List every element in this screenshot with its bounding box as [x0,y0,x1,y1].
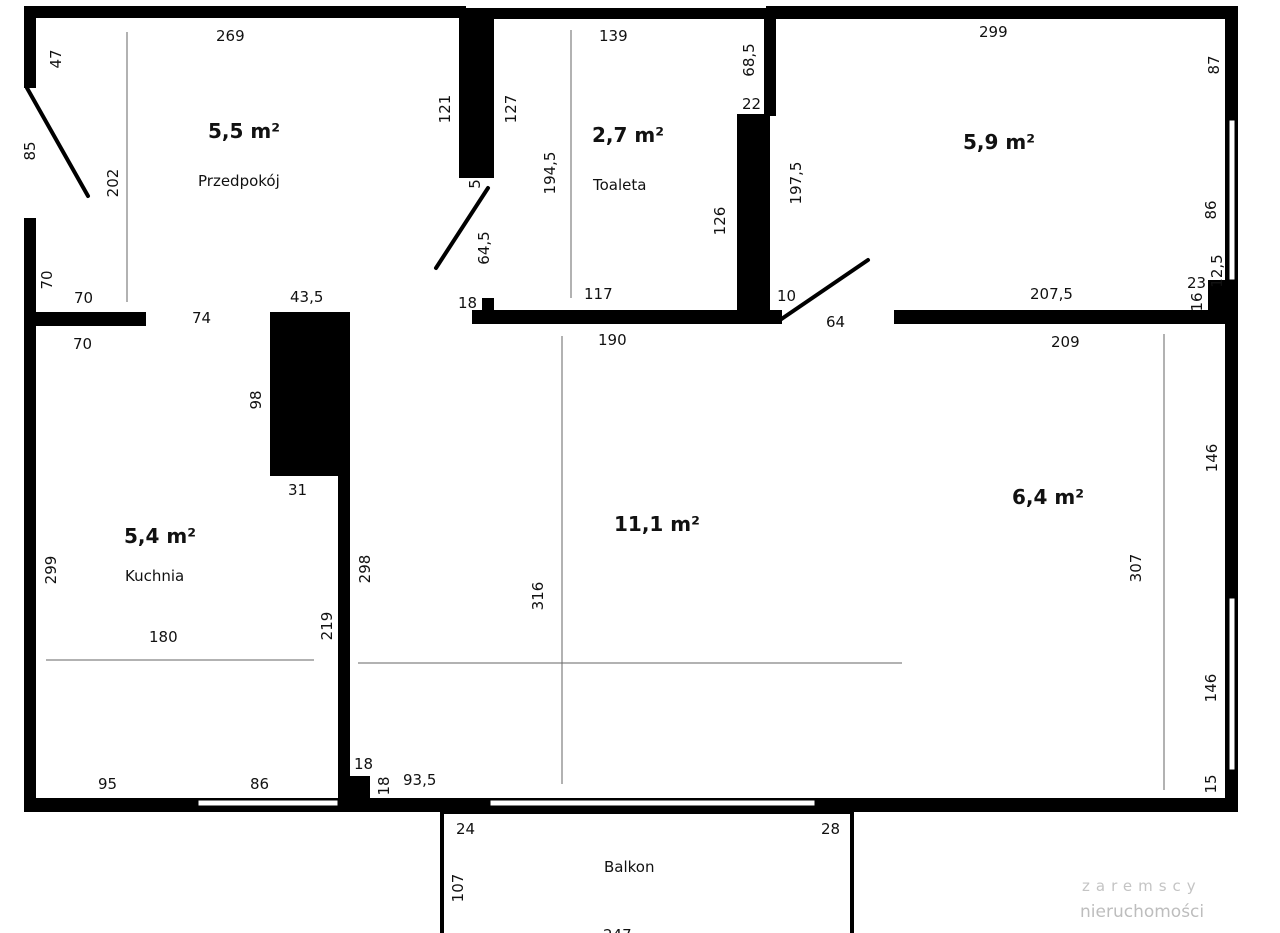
dim-label: 18 [375,776,393,795]
dim-label: 127 [502,95,520,124]
toilet-name: Toaleta [592,176,646,194]
dim-label: 12,5 [1208,254,1226,287]
window-kitchen [197,799,339,807]
dim-label: 316 [529,582,547,611]
door-toilet [434,186,490,270]
dim-label: 139 [599,27,628,45]
dim-label: 85 [21,141,39,160]
dim-label: 68,5 [740,43,758,76]
dimensions-vertical: 47 85 202 70 121 127 5 64,5 68,5 194,5 1… [21,43,1226,902]
dim-label: 18 [354,755,373,773]
room-labels: 5,5 m² Przedpokój 2,7 m² Toaleta 5,9 m² … [124,119,1084,876]
dim-label: 126 [711,207,729,236]
dim-label: 121 [436,95,454,124]
window-living [489,799,816,807]
watermark-line2: nieruchomości [1080,902,1204,922]
dim-label: 194,5 [541,152,559,195]
dim-label: 299 [42,556,60,585]
kitchen-name: Kuchnia [125,567,184,585]
toilet-area: 2,7 m² [592,123,664,147]
guide-lines [46,30,1165,790]
dim-label: 190 [598,331,627,349]
dim-label: 70 [73,335,92,353]
dim-label: 307 [1127,554,1145,583]
dim-label: 16 [1188,292,1206,311]
dim-label: 15 [1202,774,1220,793]
room-se-area: 6,4 m² [1012,485,1084,509]
dim-label: 23 [1187,274,1206,292]
dim-label: 87 [1205,55,1223,74]
dim-label: 117 [584,285,613,303]
hall-name: Przedpokój [198,172,280,190]
dim-label: 299 [979,23,1008,41]
dim-label: 298 [356,555,374,584]
dim-label: 22 [742,95,761,113]
dim-label: 64 [826,313,845,331]
windows [197,119,1236,807]
dimensions-horizontal: 269 70 74 70 43,5 18 139 22 117 299 23 2… [73,23,1206,933]
dim-label: 10 [777,287,796,305]
dim-label: 93,5 [403,771,436,789]
dim-label: 43,5 [290,288,323,306]
doors [25,86,870,322]
hall-area: 5,5 m² [208,119,280,143]
dim-label: 219 [318,612,336,641]
dim-label: 18 [458,294,477,312]
dim-label: 197,5 [787,162,805,205]
door-entrance [25,86,90,198]
dim-label: 86 [1202,200,1220,219]
dim-label: 74 [192,309,211,327]
dim-label: 269 [216,27,245,45]
dim-label: 180 [149,628,178,646]
watermark: zaremscy nieruchomości [1080,877,1204,922]
dim-label: 146 [1202,674,1220,703]
dim-label: 47 [47,49,65,68]
kitchen-area: 5,4 m² [124,524,196,548]
balcony-outline [440,810,854,933]
dim-label: 31 [288,481,307,499]
dim-label: 202 [104,169,122,198]
dim-label: 70 [74,289,93,307]
window-room-se [1228,597,1236,771]
interior-walls [36,18,1238,800]
dim-label: 5 [466,179,484,189]
room-ne-area: 5,9 m² [963,130,1035,154]
window-room-ne [1228,119,1236,281]
dim-label: 98 [247,390,265,409]
dim-label: 107 [449,874,467,903]
dim-label: 24 [456,820,475,838]
dim-label: 64,5 [475,231,493,264]
door-room-ne [778,258,870,322]
dim-label: 28 [821,820,840,838]
dim-label: 209 [1051,333,1080,351]
living-area: 11,1 m² [614,512,700,536]
dim-label: 95 [98,775,117,793]
dim-label: 86 [250,775,269,793]
dim-label: 70 [38,270,56,289]
dim-label: 247 [603,926,632,933]
watermark-line1: zaremscy [1082,877,1202,895]
dim-label: 146 [1203,444,1221,473]
balcony-name: Balkon [604,858,655,876]
dim-label: 207,5 [1030,285,1073,303]
